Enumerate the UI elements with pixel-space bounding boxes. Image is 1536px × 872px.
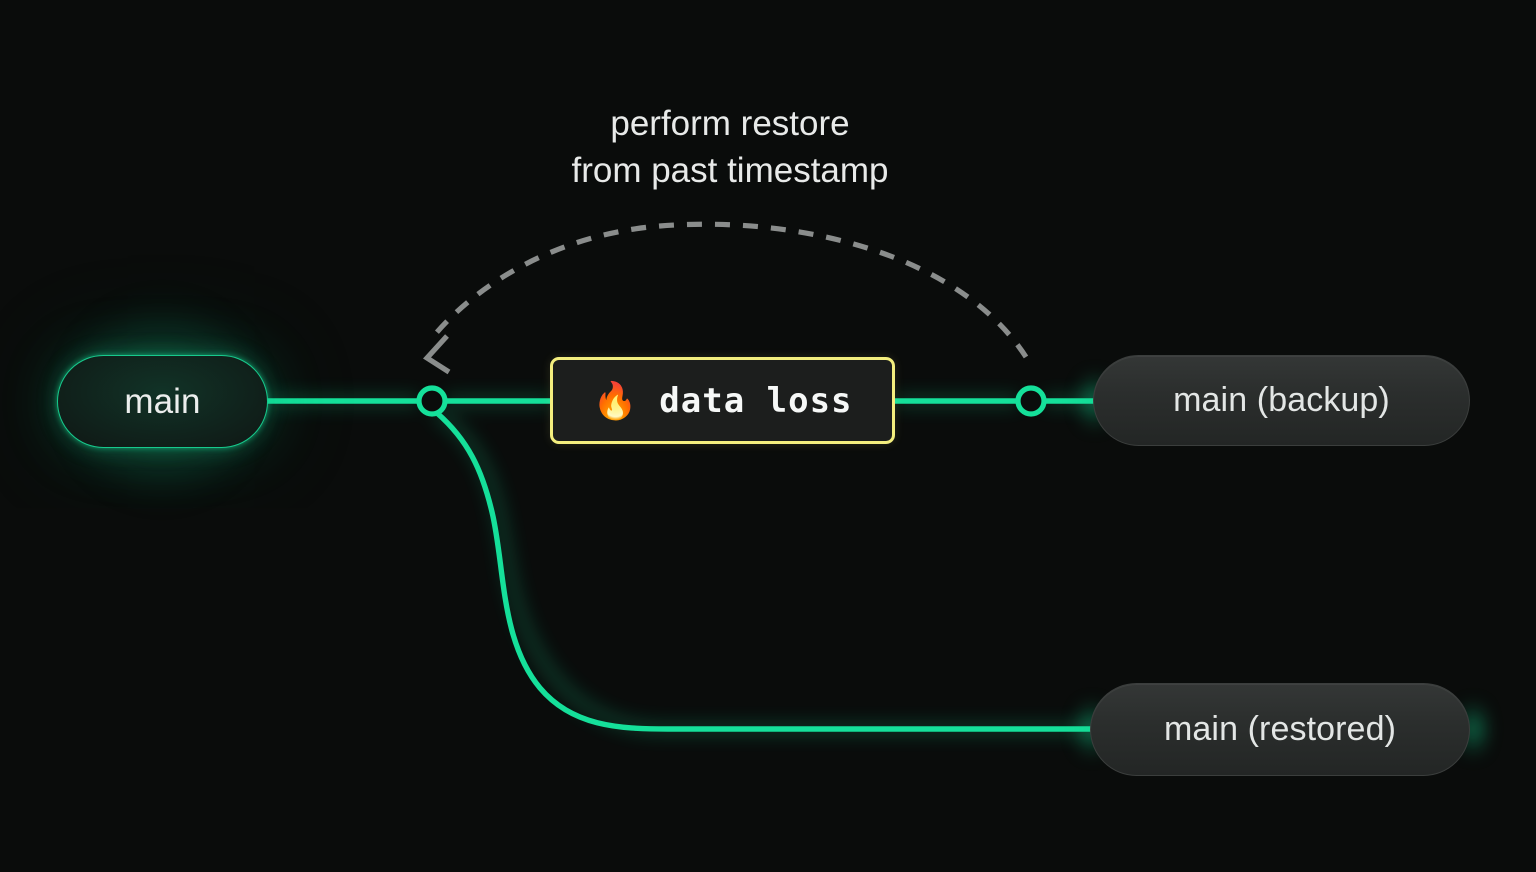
- end-point-marker: [1015, 385, 1047, 417]
- branch-node-backup[interactable]: main (backup): [1093, 355, 1470, 446]
- data-loss-badge[interactable]: 🔥 data loss: [550, 357, 895, 444]
- branch-node-restored-label: main (restored): [1163, 710, 1396, 748]
- branch-point-marker: [416, 385, 448, 417]
- restore-arc: [429, 221, 1029, 359]
- restore-annotation-text: perform restore from past timestamp: [571, 104, 889, 190]
- branch-node-backup-label: main (backup): [1173, 381, 1390, 419]
- fire-icon: 🔥: [592, 379, 638, 421]
- data-loss-label: data loss: [659, 380, 853, 421]
- branch-node-restored[interactable]: main (restored): [1090, 683, 1470, 776]
- branch-node-main-label: main: [124, 381, 201, 421]
- restore-arrowhead: [422, 334, 451, 375]
- wire-branch-to-restored: [434, 410, 1095, 732]
- branch-node-main[interactable]: main: [57, 355, 268, 448]
